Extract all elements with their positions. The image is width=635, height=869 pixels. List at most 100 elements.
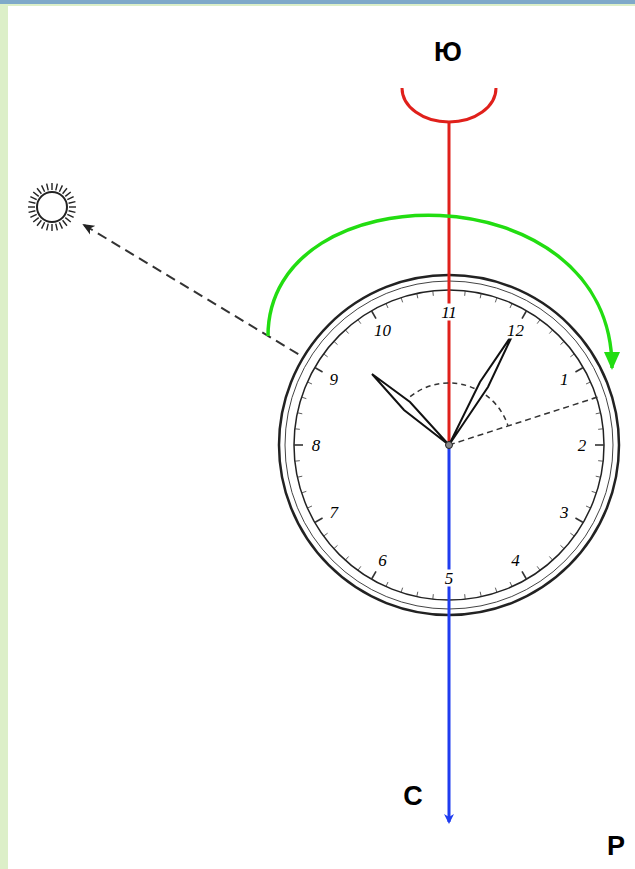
dial-number: 1 (559, 370, 570, 387)
sun-ray (37, 220, 41, 225)
sun-ray (67, 214, 73, 217)
tick-mark (510, 303, 512, 308)
figure-letter: Р (607, 833, 625, 860)
sun-ray (29, 202, 36, 204)
tick-mark (324, 354, 328, 357)
tick-mark (302, 491, 307, 493)
dial-number: 5 (444, 570, 455, 587)
tick-mark (401, 298, 403, 303)
sun-ray (30, 214, 36, 217)
tick-mark (560, 545, 564, 548)
sun-ray (67, 197, 73, 200)
dial-number: 6 (377, 552, 388, 569)
rotation-arrow (268, 215, 612, 368)
tick-mark (549, 556, 552, 560)
dial-number: 8 (311, 437, 322, 454)
north-line (448, 445, 451, 822)
tick-mark (596, 476, 601, 477)
tick-mark (295, 460, 300, 462)
sun-ray (30, 197, 36, 200)
tick-mark (358, 320, 361, 324)
tick-mark (586, 382, 591, 384)
sun-ray (69, 211, 76, 213)
tick-mark (386, 303, 388, 308)
tick-mark (537, 320, 540, 324)
tick-mark (294, 444, 303, 446)
dial-number: 3 (559, 503, 570, 520)
tick-mark (575, 518, 583, 523)
tick-mark (345, 556, 348, 560)
south-line (448, 121, 451, 445)
tick-mark (401, 588, 403, 593)
tick-mark (598, 460, 603, 462)
minute-hand (449, 332, 514, 445)
tick-mark (586, 506, 591, 508)
sun-ray (63, 188, 67, 193)
hand-pivot (446, 442, 453, 449)
sun-ray (59, 185, 62, 191)
tick-mark (522, 311, 527, 319)
tick-mark (386, 582, 388, 587)
sun-ray (29, 211, 36, 213)
dial-number: 11 (440, 304, 458, 321)
direction-letter: С (403, 783, 423, 810)
tick-mark (570, 533, 574, 536)
tick-mark (537, 566, 540, 570)
sun-ray (47, 184, 49, 191)
direction-letter: Ю (434, 39, 462, 66)
sun-ray (42, 222, 45, 228)
tick-mark (522, 571, 527, 579)
page-ground (8, 6, 635, 869)
tick-mark (295, 428, 300, 430)
sun-ray (42, 185, 45, 191)
sun-ray (33, 218, 38, 222)
sun-ray (69, 206, 76, 207)
tick-mark (480, 592, 481, 597)
sun-ray (51, 183, 52, 190)
hour-hand (372, 374, 449, 445)
tick-mark (598, 428, 603, 430)
tick-mark (307, 506, 312, 508)
tick-mark (297, 476, 302, 477)
tick-mark (592, 491, 597, 493)
dial-number: 10 (373, 321, 392, 338)
sun-ray (59, 222, 62, 228)
sun-ray (56, 184, 58, 191)
sun-ray (65, 218, 70, 222)
tick-mark (495, 588, 497, 593)
dial-number: 2 (577, 437, 588, 454)
dial-number: 9 (329, 370, 340, 387)
tick-mark (464, 291, 466, 296)
sun-ray (33, 192, 38, 196)
tick-mark (464, 594, 466, 599)
dial-number: 7 (329, 503, 340, 520)
sun-ray (51, 224, 52, 231)
tick-mark (432, 291, 434, 296)
tick-mark (315, 368, 323, 373)
sun-ray (69, 202, 76, 204)
tick-mark (297, 413, 302, 414)
tick-mark (345, 330, 348, 334)
top-strip (0, 0, 635, 4)
tick-mark (417, 592, 418, 597)
tick-mark (302, 397, 307, 399)
tick-mark (480, 293, 481, 298)
tick-mark (315, 518, 323, 523)
tick-mark (595, 444, 604, 446)
tick-mark (372, 311, 377, 319)
tick-mark (596, 413, 601, 414)
sun-ray (37, 188, 41, 193)
sun-ray (47, 224, 49, 231)
tick-mark (324, 533, 328, 536)
sun-ray (28, 206, 35, 207)
tick-mark (334, 341, 338, 344)
dial-number: 12 (506, 321, 525, 338)
south-arc (402, 88, 496, 122)
tick-mark (334, 545, 338, 548)
tick-mark (495, 298, 497, 303)
sun-ray (65, 192, 70, 196)
sun-ray (63, 220, 67, 225)
dial-number: 4 (510, 552, 521, 569)
tick-mark (307, 382, 312, 384)
